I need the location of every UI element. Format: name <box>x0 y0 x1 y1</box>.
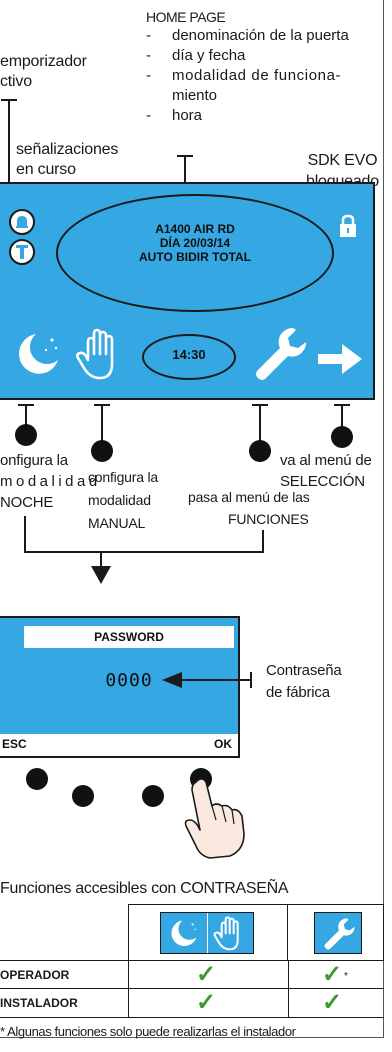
table-row: INSTALADOR ✓ ✓ <box>0 989 384 1018</box>
lock-icon <box>340 214 356 237</box>
cell-divider <box>128 989 129 1017</box>
moon-icon <box>171 920 197 947</box>
asterisk-mark: * <box>344 971 348 982</box>
noche-leader <box>25 404 27 430</box>
hand-icon[interactable] <box>74 328 130 382</box>
temporizador-leader-cap <box>1 99 17 101</box>
manual-callout: configura la modalidad MANUAL <box>88 469 158 531</box>
ok-softkey[interactable]: OK <box>214 737 232 751</box>
home-item-1: -día y fecha <box>146 47 246 64</box>
display-info-text: A1400 AIR RD DÍA 20/03/14 AUTO BIDIR TOT… <box>56 222 334 264</box>
timer-icon[interactable] <box>8 238 36 266</box>
arrow-down-icon <box>91 566 111 584</box>
password-soft-keys <box>0 734 238 756</box>
home-item-0: -denominación de la puerta <box>146 27 349 44</box>
cell-divider <box>288 961 289 989</box>
pointing-hand-icon <box>184 778 245 859</box>
esc-softkey[interactable]: ESC <box>2 737 27 751</box>
row-label: OPERADOR <box>0 968 70 982</box>
table-row: OPERADOR ✓ ✓ * <box>0 960 384 989</box>
bracket-bottom <box>24 551 264 553</box>
manual-dot <box>91 440 113 462</box>
display-info-oval <box>56 194 334 312</box>
sel-leader <box>341 404 343 430</box>
access-table: OPERADOR ✓ ✓ * INSTALADOR ✓ ✓ <box>0 904 384 1018</box>
display-date: DÍA 20/03/14 <box>159 236 231 250</box>
time-oval <box>142 334 236 380</box>
func-leader <box>259 404 261 444</box>
home-page-title: HOME PAGE <box>146 9 226 25</box>
display-mode: AUTO BIDIR TOTAL <box>139 250 251 264</box>
header-icon-group-b <box>314 912 362 954</box>
home-page-list: -denominación de la puerta -día y fecha … <box>146 26 349 126</box>
page-frame-bottom <box>0 1037 384 1038</box>
sel-callout: va al menú de SELECCIÓN <box>280 452 372 490</box>
password-value: 0000 <box>105 670 153 691</box>
temporizador-label: emporizador ctivo <box>0 53 87 90</box>
noche-callout: onfigura la modalidad NOCHE <box>0 452 101 511</box>
temporizador-leader <box>8 100 10 208</box>
home-leader <box>184 156 186 194</box>
wrench-icon <box>324 918 355 950</box>
header-icon-group-a <box>160 912 254 954</box>
check-icon: ✓ <box>322 961 343 988</box>
table-header-b <box>288 904 384 960</box>
func-callout: pasa al menú de las FUNCIONES <box>188 489 310 527</box>
bracket-down <box>100 552 102 568</box>
home-item-4: -hora <box>146 107 203 124</box>
table-header-a <box>128 904 288 960</box>
senalizaciones-label: señalizaciones en curso <box>16 141 119 178</box>
check-icon: ✓ <box>196 961 217 988</box>
keypad-button-1[interactable] <box>26 768 48 790</box>
cell-divider <box>288 989 289 1017</box>
home-item-2: -modalidad de funciona- <box>146 67 342 84</box>
check-icon: ✓ <box>322 989 343 1016</box>
page-frame-right <box>383 0 384 1038</box>
password-note-arrow <box>162 672 252 688</box>
arrow-right-icon[interactable] <box>316 342 364 376</box>
footnote: * Algunas funciones solo puede realizarl… <box>0 1024 296 1039</box>
header-divider <box>207 913 208 953</box>
home-item-3: miento <box>172 87 218 104</box>
manual-leader <box>101 404 103 444</box>
noche-dot <box>15 424 37 446</box>
table-caption: Funciones accesibles con CONTRASEÑA <box>0 880 289 897</box>
cell-divider <box>128 961 129 989</box>
display-door-name: A1400 AIR RD <box>155 222 235 236</box>
bracket-left <box>24 516 26 552</box>
keypad-button-3[interactable] <box>142 785 164 807</box>
bracket-right <box>262 530 264 552</box>
bell-icon[interactable] <box>8 208 36 236</box>
moon-icon[interactable] <box>12 330 62 380</box>
home-leader-cap <box>177 155 193 157</box>
keypad-button-2[interactable] <box>72 785 94 807</box>
wrench-icon[interactable] <box>252 324 308 384</box>
password-title-bar: PASSWORD <box>24 626 234 648</box>
password-display: PASSWORD 0000 ESC OK <box>0 616 240 758</box>
password-note: Contraseña de fábrica <box>266 662 342 701</box>
home-display: A1400 AIR RD DÍA 20/03/14 AUTO BIDIR TOT… <box>0 182 375 400</box>
hand-icon <box>213 916 239 951</box>
func-dot <box>249 440 271 462</box>
display-time: 14:30 <box>172 347 206 362</box>
check-icon: ✓ <box>196 989 217 1016</box>
row-label: INSTALADOR <box>0 996 78 1010</box>
sel-dot <box>331 426 353 448</box>
